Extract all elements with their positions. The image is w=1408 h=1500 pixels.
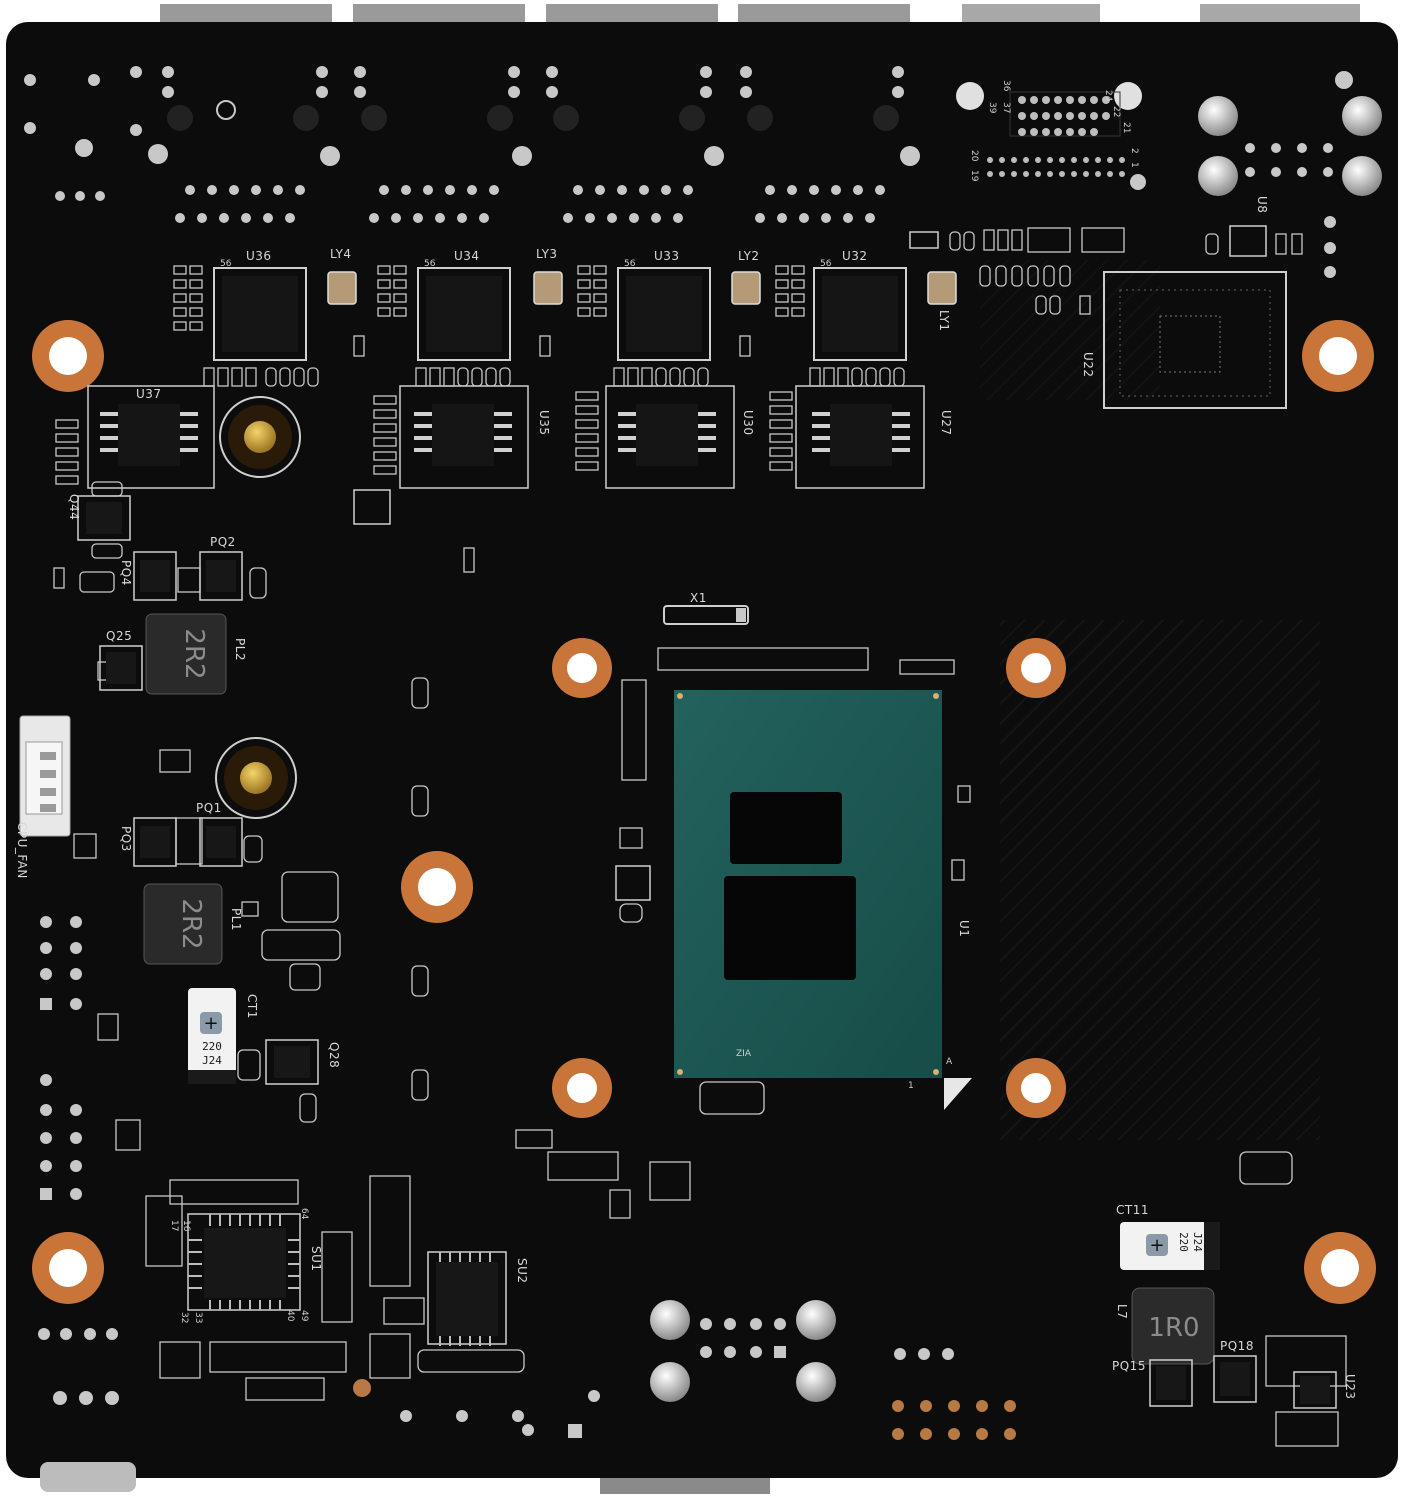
header-pin-22: 22 <box>1111 106 1121 117</box>
label-pq2: PQ2 <box>210 535 236 549</box>
pin-49: 49 <box>299 1310 309 1322</box>
label-pq3: PQ3 <box>119 826 133 852</box>
label-ly1: LY1 <box>937 310 951 332</box>
capacitor-ct1-voltage: J24 <box>202 1054 222 1067</box>
label-u27: U27 <box>939 410 953 436</box>
label-pq1: PQ1 <box>196 801 222 815</box>
capacitor-ct11-voltage: J24 <box>1191 1232 1204 1252</box>
pin-17: 17 <box>169 1220 179 1231</box>
gold-standoffs <box>215 396 301 819</box>
rear-io-connectors <box>160 4 1360 1494</box>
label-pq18: PQ18 <box>1220 1339 1254 1353</box>
label-u23: U23 <box>1343 1374 1357 1400</box>
label-pq4: PQ4 <box>119 560 133 586</box>
svg-text:+: + <box>1149 1235 1164 1256</box>
capacitor-ct11-value: 220 <box>1177 1232 1190 1252</box>
label-ly2: LY2 <box>738 249 760 263</box>
label-su1: SU1 <box>309 1246 323 1272</box>
label-ct11: CT11 <box>1116 1203 1149 1217</box>
header-pin-24: 24 <box>1103 90 1113 102</box>
cpu-marking: ZIA <box>736 1049 752 1059</box>
label-u36: U36 <box>246 249 272 263</box>
left-pads <box>24 74 600 1438</box>
label-pl2: PL2 <box>233 638 247 661</box>
pin-56-b: 56 <box>424 259 436 269</box>
label-l7: L7 <box>1115 1304 1129 1319</box>
label-cpu-fan: CPU_FAN <box>15 822 29 879</box>
label-u30: U30 <box>741 410 755 436</box>
label-u1: U1 <box>957 920 971 937</box>
label-x1: X1 <box>690 591 707 605</box>
label-ct1: CT1 <box>245 994 259 1019</box>
cpu-fan-connector[interactable] <box>19 715 71 837</box>
capacitor-ct1: + <box>188 988 236 1084</box>
inductor-pl1 <box>143 883 223 965</box>
power-mosfets <box>77 225 1337 1409</box>
expansion-header <box>956 82 1146 190</box>
pin-32: 32 <box>179 1312 189 1323</box>
metal-screw-pads <box>1198 71 1382 278</box>
header-pin-39: 39 <box>987 102 997 114</box>
mounting-holes <box>32 320 1376 1304</box>
inductor-pl2 <box>145 613 227 695</box>
header-pin-20: 20 <box>969 150 979 162</box>
label-q25: Q25 <box>106 629 132 643</box>
cpu-pin-1: 1 <box>908 1081 914 1091</box>
label-u34: U34 <box>454 249 480 263</box>
pin-56-c: 56 <box>624 259 636 269</box>
passive-components <box>53 227 1347 1447</box>
label-u33: U33 <box>654 249 680 263</box>
header-pin-1: 1 <box>1129 162 1139 168</box>
label-pq15: PQ15 <box>1112 1359 1146 1373</box>
label-ly4: LY4 <box>330 247 352 261</box>
label-q28: Q28 <box>327 1042 341 1068</box>
flash-chips <box>87 385 925 489</box>
silkscreen-labels: U36 U34 U33 U32 LY4 LY3 LY2 LY1 56 56 56… <box>15 80 1357 1400</box>
x1-crystal <box>663 605 749 625</box>
svg-text:+: + <box>203 1013 218 1034</box>
pin-56-d: 56 <box>820 259 832 269</box>
label-u35: U35 <box>537 410 551 436</box>
inductor-l7-marking: 1R0 <box>1148 1313 1199 1343</box>
bga-chip-u22 <box>1103 271 1287 409</box>
bottom-connector-pads <box>40 1300 1016 1492</box>
label-q44: Q44 <box>67 494 81 520</box>
label-ly3: LY3 <box>536 247 558 261</box>
inductor-l7 <box>1131 1287 1215 1365</box>
header-pin-37: 37 <box>1001 102 1011 113</box>
header-pin-21: 21 <box>1121 122 1131 133</box>
pin-33: 33 <box>193 1312 203 1323</box>
ethernet-controller-u34 <box>417 267 511 361</box>
chip-su2 <box>427 1251 507 1346</box>
capacitor-ct11: + <box>1120 1222 1220 1270</box>
pin-56-a: 56 <box>220 259 232 269</box>
ethernet-controller-u32 <box>813 267 907 361</box>
header-pin-2: 2 <box>1129 148 1139 154</box>
label-su2: SU2 <box>515 1258 529 1284</box>
pin-40: 40 <box>285 1310 295 1322</box>
through-hole-pads <box>55 66 920 223</box>
label-u8: U8 <box>1255 196 1269 213</box>
crystals <box>327 271 957 305</box>
super-io-chip-su1 <box>187 1213 301 1311</box>
ethernet-controller-u36 <box>213 267 307 361</box>
header-pin-19: 19 <box>969 170 979 182</box>
label-pl1: PL1 <box>229 908 243 931</box>
label-u37: U37 <box>136 387 162 401</box>
inductor-pl2-marking: 2R2 <box>179 628 209 679</box>
cpu-package <box>674 690 972 1110</box>
soic-pins <box>100 412 910 452</box>
pin-64: 64 <box>299 1208 309 1220</box>
rj45-black-pins <box>167 105 899 131</box>
pin-16: 16 <box>181 1220 191 1232</box>
label-u22: U22 <box>1081 352 1095 378</box>
inductor-pl1-marking: 2R2 <box>176 898 206 949</box>
cpu-pin-a: A <box>946 1057 953 1067</box>
label-u32: U32 <box>842 249 868 263</box>
capacitor-ct1-value: 220 <box>202 1040 222 1053</box>
header-pin-36: 36 <box>1001 80 1011 92</box>
ethernet-controller-u33 <box>617 267 711 361</box>
